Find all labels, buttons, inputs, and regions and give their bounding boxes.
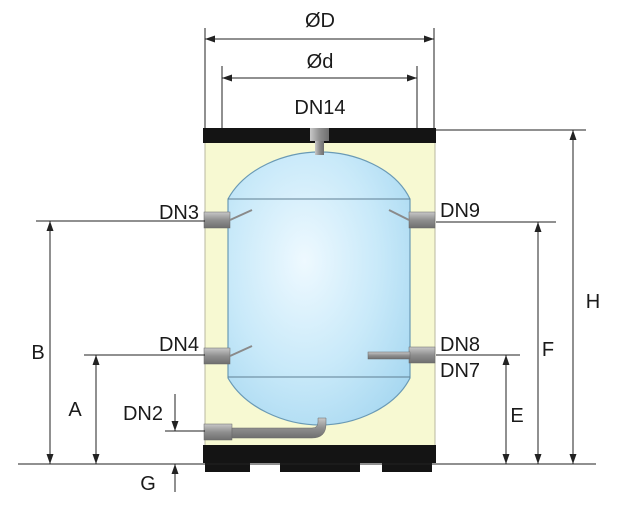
right-upper-port-stub	[408, 211, 436, 229]
label-dim-h: H	[586, 291, 600, 313]
bottom-port-pipe	[231, 417, 327, 439]
od-arrow-left	[205, 35, 215, 43]
right-upper-port-diptube	[388, 209, 410, 221]
right-mid-internal-pipe	[367, 351, 411, 360]
label-inner-diameter: Ød	[307, 51, 334, 73]
top-port-nipple	[310, 128, 329, 141]
right-mid-port-stub	[408, 346, 436, 364]
e-arrow-top	[502, 355, 510, 365]
label-outer-diameter: ØD	[305, 10, 335, 32]
label-right-upper-port: DN9	[440, 200, 480, 222]
top-port-stem	[315, 141, 324, 155]
dn2-arrow	[171, 421, 179, 431]
f-arrow-top	[534, 222, 542, 232]
label-top-port: DN14	[294, 97, 345, 119]
foot-middle	[280, 462, 360, 472]
label-right-mid-port: DN8	[440, 334, 480, 356]
b-arrow-top	[46, 221, 54, 231]
label-dim-g: G	[140, 473, 156, 495]
id-arrow-right	[407, 74, 417, 82]
left-upper-port-diptube	[229, 209, 253, 221]
bottom-port-stub	[203, 423, 233, 441]
foot-left	[205, 462, 250, 472]
od-arrow-right	[424, 35, 434, 43]
arrowheads	[46, 35, 577, 474]
e-arrow-bottom	[502, 454, 510, 464]
tank-vessel	[227, 151, 411, 426]
bottom-base	[203, 445, 436, 463]
a-arrow-bottom	[92, 454, 100, 464]
label-dim-b: B	[31, 342, 44, 364]
h-arrow-bottom	[569, 454, 577, 464]
label-right-mid-port-lower: DN7	[440, 360, 480, 382]
left-upper-port-stub	[203, 211, 231, 229]
label-dim-e: E	[510, 405, 523, 427]
foot-right	[382, 462, 432, 472]
label-left-upper-port: DN3	[159, 202, 199, 224]
g-arrow	[171, 464, 179, 474]
f-arrow-bottom	[534, 454, 542, 464]
label-dim-a: A	[68, 399, 82, 421]
label-left-mid-port: DN4	[159, 334, 199, 356]
label-bottom-port: DN2	[123, 403, 163, 425]
a-arrow-top	[92, 355, 100, 365]
dimension-lines	[18, 28, 596, 492]
id-arrow-left	[222, 74, 232, 82]
h-arrow-top	[569, 130, 577, 140]
left-mid-port-diptube	[229, 345, 253, 357]
label-dim-f: F	[542, 339, 554, 361]
b-arrow-bottom	[46, 454, 54, 464]
left-mid-port-stub	[203, 347, 231, 365]
